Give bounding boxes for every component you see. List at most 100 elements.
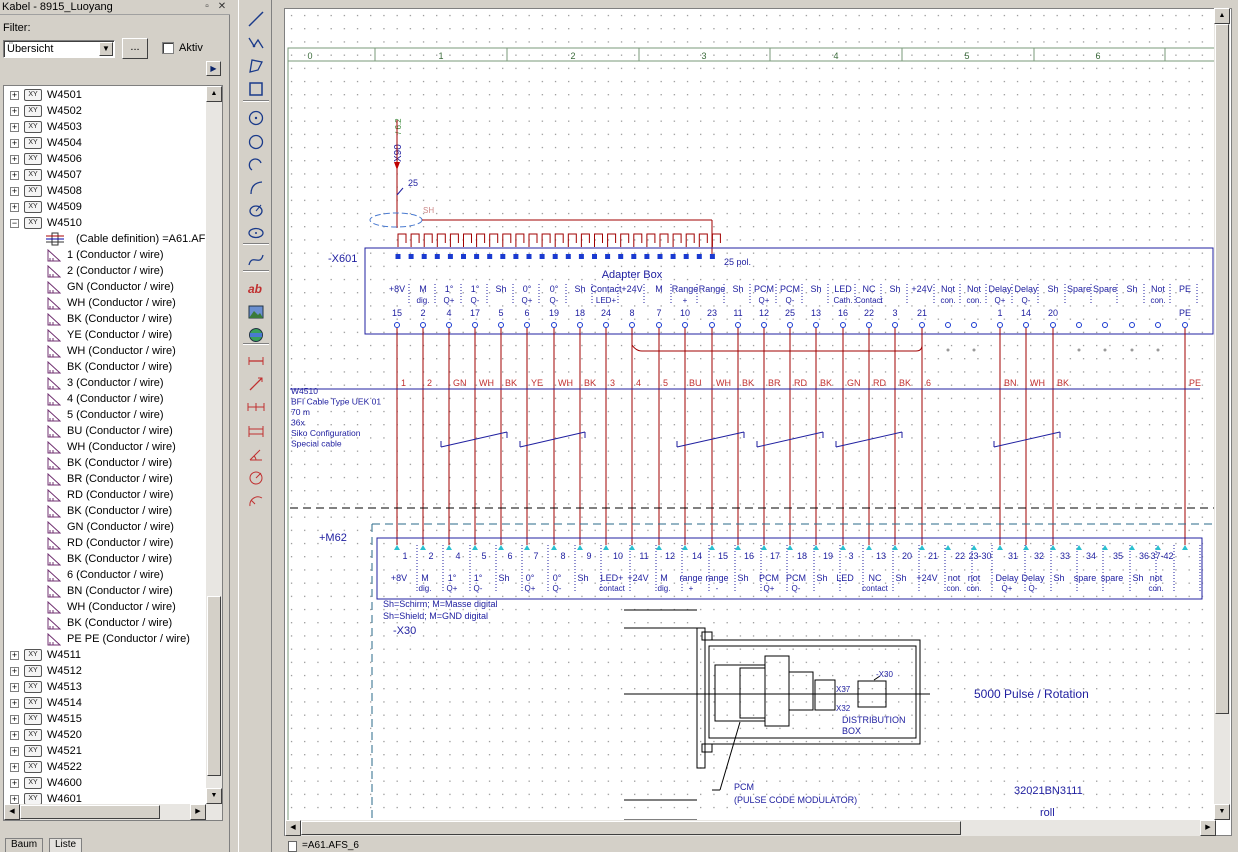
canvas-vertical-thumb[interactable] [1215,24,1229,714]
tree-item-wire[interactable]: BK (Conductor / wire) [4,311,204,327]
filter-more-button[interactable]: ... [122,38,148,59]
expand-icon[interactable]: + [10,138,19,148]
expand-icon[interactable]: + [10,714,19,724]
tree-item-wire[interactable]: WH (Conductor / wire) [4,295,204,311]
expand-icon[interactable]: + [10,682,19,692]
expand-icon[interactable]: + [10,650,19,660]
scroll-right-icon[interactable]: ▶ [1200,820,1216,836]
expand-icon[interactable]: + [10,122,19,132]
dimension-base-tool-icon[interactable] [246,421,266,441]
circle-tool-icon[interactable] [246,132,266,152]
tree-item-wire[interactable]: GN (Conductor / wire) [4,279,204,295]
tree-item-wire[interactable]: GN (Conductor / wire) [4,519,204,535]
tree-item-wire[interactable]: 6 (Conductor / wire) [4,567,204,583]
scroll-left-icon[interactable]: ◀ [285,820,301,836]
rectangle-tool-icon[interactable] [246,79,266,99]
close-icon[interactable]: ✕ [217,1,227,12]
text-tool-icon[interactable]: ab [246,278,266,298]
tree-item-wire[interactable]: BK (Conductor / wire) [4,551,204,567]
scroll-up-icon[interactable]: ▲ [206,86,222,102]
expand-icon[interactable]: + [10,170,19,180]
scroll-up-icon[interactable]: ▲ [1214,8,1230,24]
expand-icon[interactable]: + [10,90,19,100]
tree-vertical-scrollbar[interactable]: ▲ ▼ [206,86,222,804]
line-tool-icon[interactable] [246,9,266,29]
expand-icon[interactable]: + [10,154,19,164]
ellipse-tool-icon[interactable] [246,223,266,243]
expand-icon[interactable]: + [10,666,19,676]
tab-baum[interactable]: Baum [5,838,44,852]
arc-3point-tool-icon[interactable] [246,178,266,198]
polygon-tool-icon[interactable] [246,56,266,76]
expand-icon[interactable]: + [10,746,19,756]
play-arrow-icon[interactable]: ▶ [206,61,221,76]
arc-tool-icon[interactable] [246,155,266,175]
tree-item-wire[interactable]: YE (Conductor / wire) [4,327,204,343]
canvas-horizontal-scrollbar[interactable]: ◀ ▶ [285,820,1216,836]
expand-icon[interactable]: + [10,730,19,740]
dimension-radius-tool-icon[interactable] [246,467,266,487]
aktiv-checkbox[interactable] [162,42,174,54]
dimension-angle-tool-icon[interactable] [246,444,266,464]
tree-item-wire[interactable]: 4 (Conductor / wire) [4,391,204,407]
ole-object-tool-icon[interactable] [246,325,266,345]
scroll-down-icon[interactable]: ▼ [206,788,222,804]
tree-item-wire[interactable]: RD (Conductor / wire) [4,487,204,503]
expand-icon[interactable]: + [10,794,19,804]
dimension-arc-tool-icon[interactable] [246,491,266,511]
tree-item-wire[interactable]: BK (Conductor / wire) [4,359,204,375]
tree-item-wire[interactable]: BR (Conductor / wire) [4,471,204,487]
tree-horizontal-scrollbar[interactable]: ◀ ▶ [4,804,222,820]
expand-icon[interactable]: + [10,106,19,116]
dimension-chain-tool-icon[interactable] [246,397,266,417]
sheet-tab[interactable]: =A61.AFS_6 [288,840,359,852]
tree-item-wire[interactable]: WH (Conductor / wire) [4,599,204,615]
tree-item-cable-definition[interactable]: (Cable definition) =A61.AF( [4,231,209,247]
canvas-vertical-scrollbar[interactable]: ▲ ▼ [1214,8,1230,820]
scroll-down-icon[interactable]: ▼ [1214,804,1230,820]
circle-center-tool-icon[interactable] [246,108,266,128]
bezier-tool-icon[interactable] [246,250,266,270]
tab-liste[interactable]: Liste [49,838,83,852]
tree-item-wire[interactable]: 3 (Conductor / wire) [4,375,204,391]
tree-item-wire[interactable]: BK (Conductor / wire) [4,615,204,631]
expand-icon[interactable]: + [10,698,19,708]
tree-item-wire[interactable]: WH (Conductor / wire) [4,439,204,455]
tree-item-wire[interactable]: PE PE (Conductor / wire) [4,631,204,647]
pin-icon[interactable]: ▫ [205,1,209,12]
tree-item-wire[interactable]: BN (Conductor / wire) [4,583,204,599]
expand-icon[interactable]: + [10,186,19,196]
chevron-down-icon[interactable]: ▼ [99,42,113,56]
image-tool-icon[interactable] [246,302,266,322]
expand-icon[interactable]: + [10,202,19,212]
dimension-tool-icon[interactable] [246,351,266,371]
scroll-right-icon[interactable]: ▶ [190,804,206,820]
tree-item-wire[interactable]: 2 (Conductor / wire) [4,263,204,279]
tree-item-wire[interactable]: 5 (Conductor / wire) [4,407,204,423]
collapse-icon[interactable]: − [10,218,19,228]
dimension-aligned-tool-icon[interactable] [246,374,266,394]
tree-horizontal-thumb[interactable] [20,805,160,819]
scroll-left-icon[interactable]: ◀ [4,804,20,820]
expand-icon[interactable]: + [10,762,19,772]
tree-item-wire[interactable]: BK (Conductor / wire) [4,455,204,471]
tree-vertical-thumb[interactable] [207,596,221,776]
